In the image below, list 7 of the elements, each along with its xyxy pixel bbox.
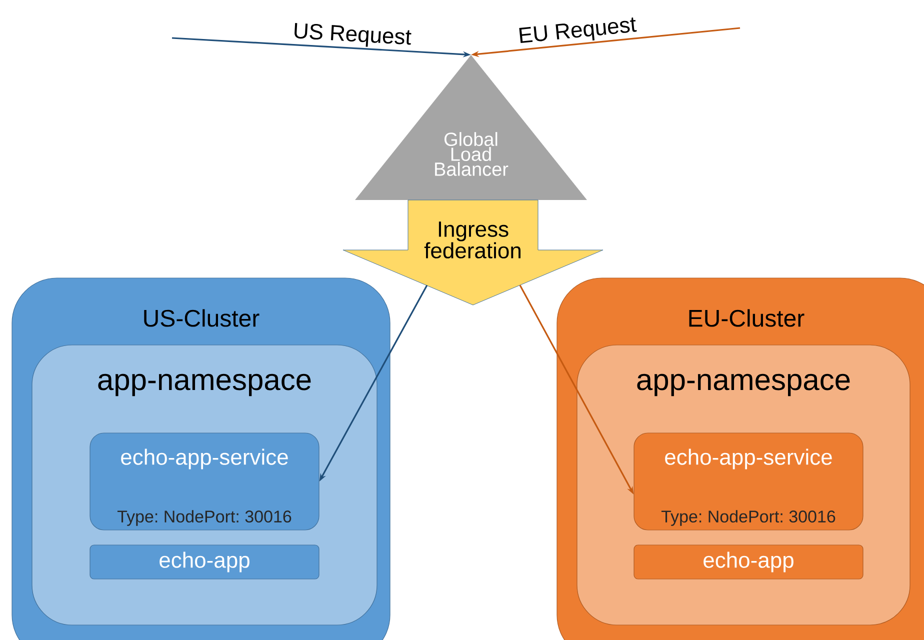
service-box: echo-app-service Type: NodePort: 30016 <box>90 432 320 530</box>
app-box: echo-app <box>634 544 864 580</box>
service-box: echo-app-service Type: NodePort: 30016 <box>634 432 864 530</box>
edge-label: EU Request <box>516 15 638 49</box>
edge-label: US Request <box>291 22 413 50</box>
triangle: Global Load Balancer <box>355 55 587 200</box>
app-box: echo-app <box>90 544 320 580</box>
